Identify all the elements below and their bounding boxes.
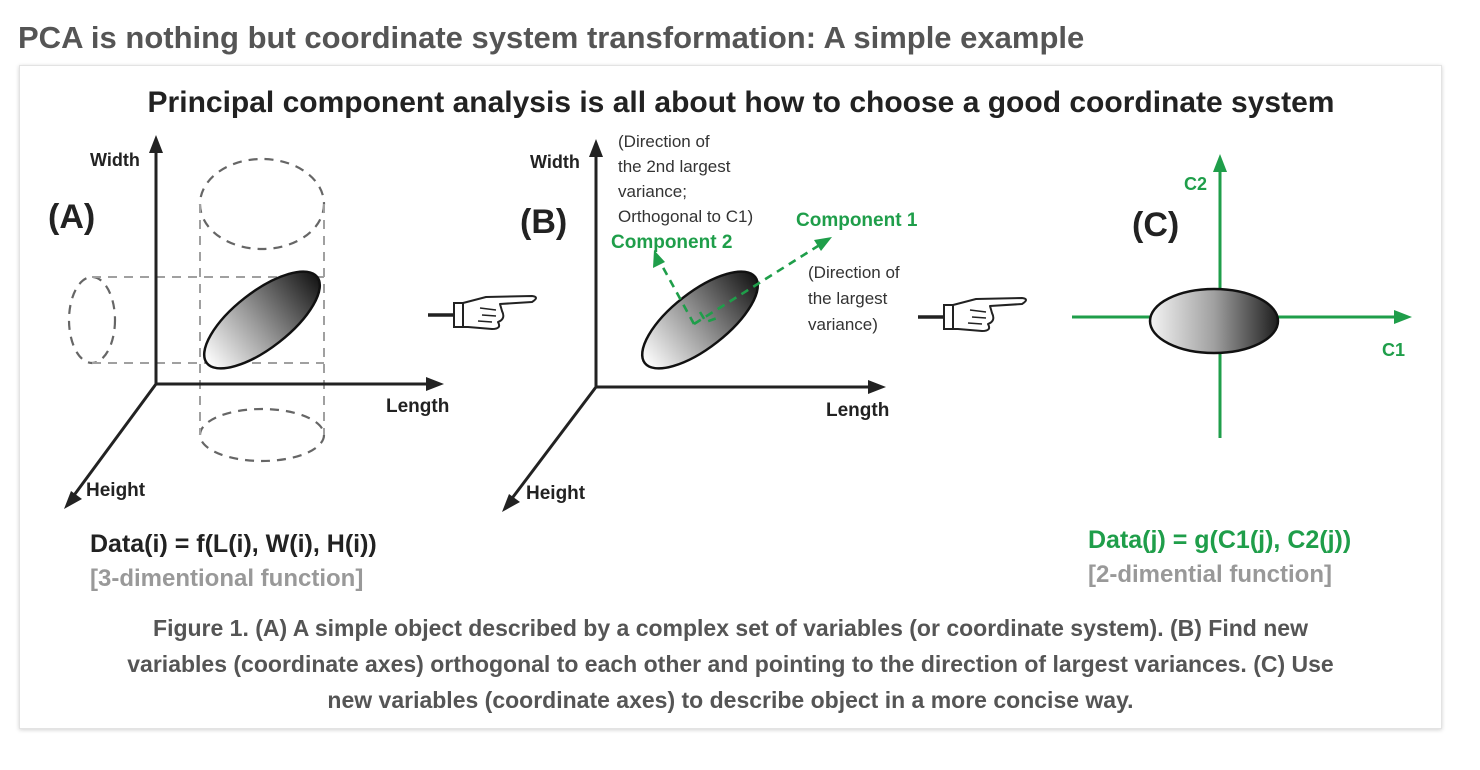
- caption-line: new variables (coordinate axes) to descr…: [327, 687, 1134, 713]
- page-heading: PCA is nothing but coordinate system tra…: [18, 20, 1085, 55]
- formula-c-note: [2-dimential function]: [1088, 561, 1332, 588]
- formula-a: Data(i) = f(L(i), W(i), H(i)): [90, 530, 377, 558]
- figure-caption: Figure 1. (A) A simple object described …: [20, 610, 1441, 718]
- component-1-note: (Direction of the largest variance): [808, 263, 904, 334]
- component-2-arrowhead: [653, 250, 665, 268]
- axes-3d: [70, 148, 430, 499]
- axes-3d: [508, 152, 872, 502]
- panel-a: (A) W: [48, 135, 449, 592]
- axis-arrowheads: [64, 135, 444, 509]
- axis-label-c1: C1: [1382, 340, 1405, 360]
- pointing-hand-icon: [918, 297, 1027, 332]
- axis-label-length: Length: [386, 396, 449, 417]
- formula-a-note: [3-dimentional function]: [90, 565, 363, 592]
- c2-arrowhead: [1213, 154, 1227, 172]
- formula-c: Data(j) = g(C1(j), C2(j)): [1088, 526, 1351, 554]
- figure-title: Principal component analysis is all abou…: [148, 86, 1335, 119]
- panel-c: (C) C1 C2 Data(j) = g(C1(j), C2(j)) [2-d…: [1072, 154, 1412, 588]
- axis-label-width: Width: [90, 150, 140, 170]
- pointing-hand-icon: [428, 295, 537, 330]
- panel-b: (B) Width Length Height: [502, 132, 918, 512]
- component-1-label: Component 1: [796, 210, 918, 231]
- axis-label-height: Height: [526, 483, 586, 504]
- axis-label-c2: C2: [1184, 174, 1207, 194]
- panel-c-label: (C): [1132, 206, 1179, 244]
- figure-card: Principal component analysis is all abou…: [19, 65, 1442, 729]
- data-ellipse: [1148, 287, 1280, 355]
- axis-label-height: Height: [86, 480, 146, 501]
- component-2-label: Component 2: [611, 232, 732, 253]
- caption-line: Figure 1. (A) A simple object described …: [153, 615, 1308, 641]
- panel-b-label: (B): [520, 203, 567, 241]
- data-ellipse: [202, 270, 322, 370]
- component-1-arrowhead: [814, 237, 832, 251]
- caption-line: variables (coordinate axes) orthogonal t…: [127, 651, 1334, 677]
- panel-a-label: (A): [48, 198, 95, 236]
- component-arrows: [658, 244, 819, 326]
- figure-diagram: Principal component analysis is all abou…: [48, 86, 1412, 592]
- axis-arrowheads: [502, 139, 886, 512]
- component-2-note: (Direction of the 2nd largest variance; …: [618, 132, 753, 226]
- axis-label-width: Width: [530, 152, 580, 172]
- axis-label-length: Length: [826, 400, 889, 421]
- c1-arrowhead: [1394, 310, 1412, 324]
